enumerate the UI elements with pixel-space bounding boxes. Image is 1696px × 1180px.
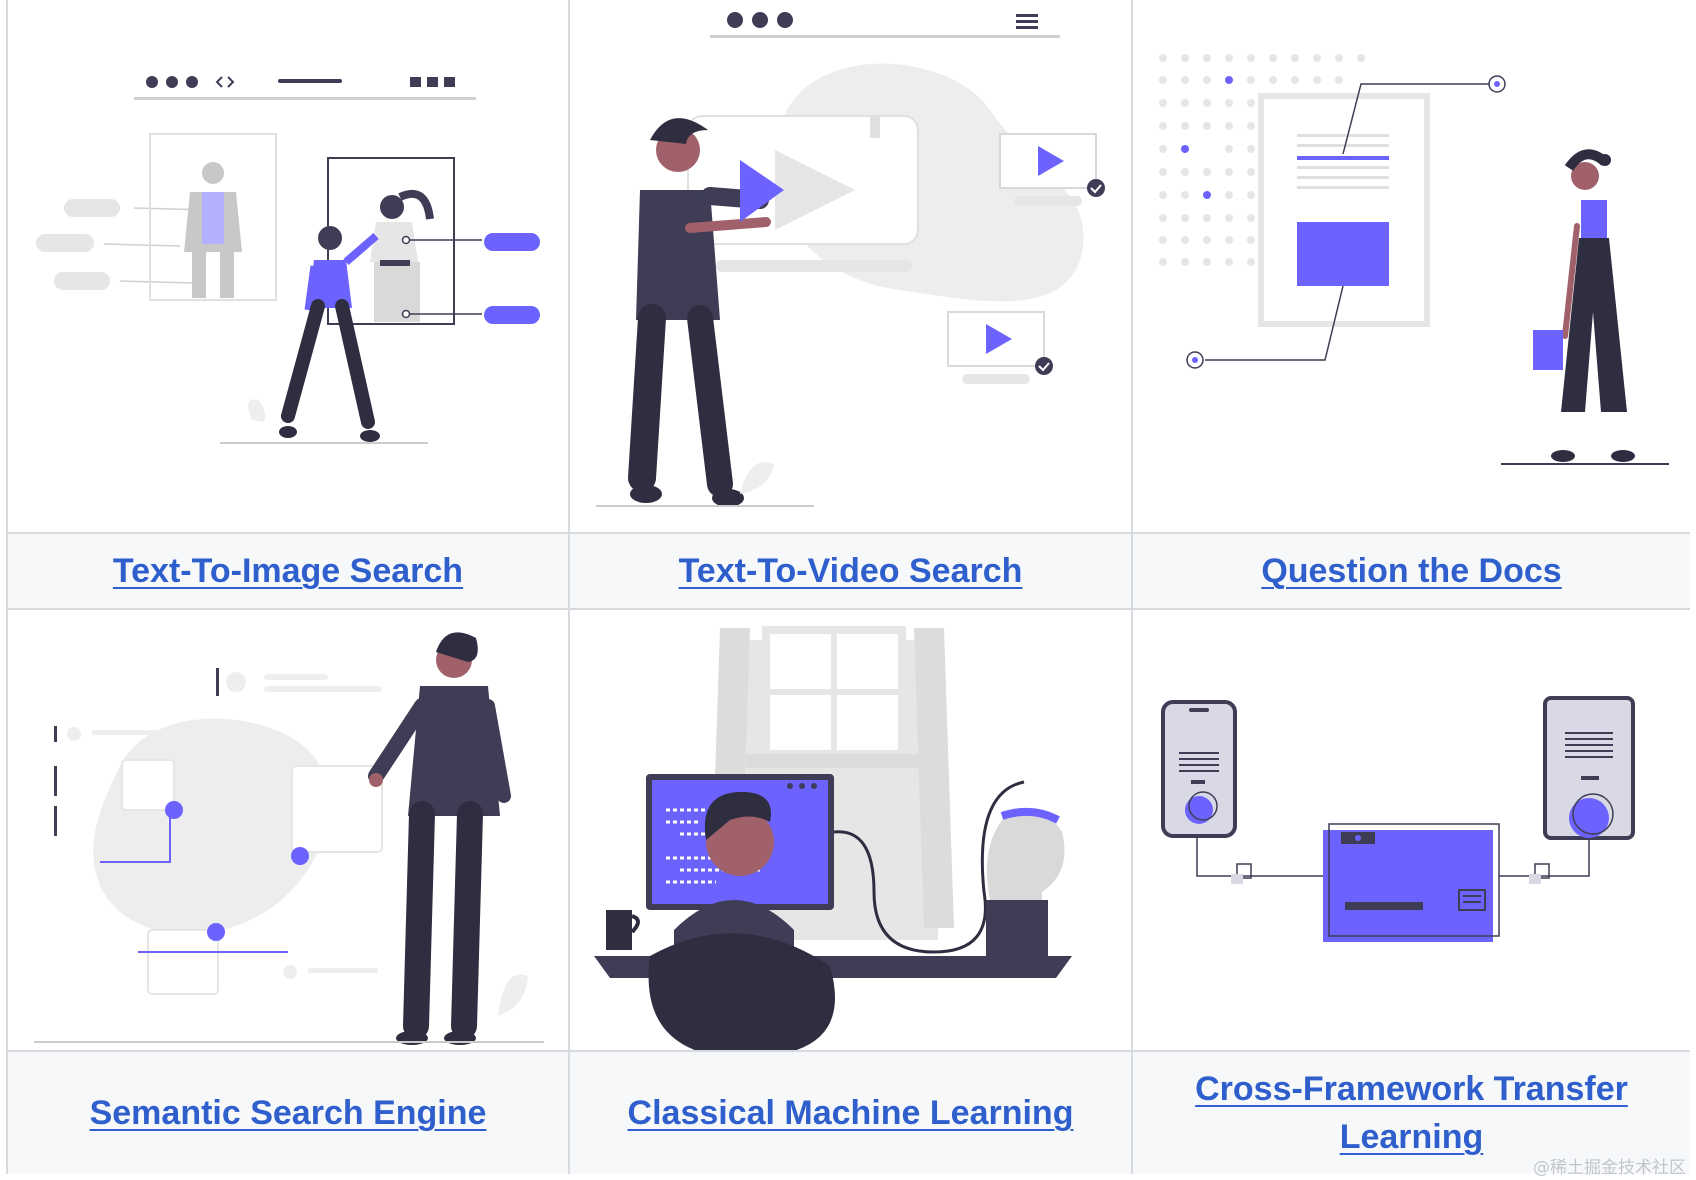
caption-cell: Semantic Search Engine bbox=[6, 1050, 568, 1174]
caption-cell: Cross-Framework Transfer Learning bbox=[1131, 1050, 1690, 1174]
caption-cell: Text-To-Video Search bbox=[568, 532, 1131, 608]
question-the-docs-illustration bbox=[1131, 0, 1690, 532]
caption-row-2: Semantic Search Engine Classical Machine… bbox=[6, 1050, 1690, 1174]
caption-cell: Question the Docs bbox=[1131, 532, 1690, 608]
examples-table: Text-To-Image Search Text-To-Video Searc… bbox=[6, 0, 1690, 1174]
semantic-search-illustration bbox=[6, 608, 568, 1050]
cross-framework-transfer-learning-link[interactable]: Cross-Framework Transfer Learning bbox=[1195, 1070, 1628, 1156]
text-to-image-illustration bbox=[6, 0, 568, 532]
classical-ml-illustration bbox=[568, 608, 1131, 1050]
text-to-video-illustration bbox=[568, 0, 1131, 532]
caption-row-1: Text-To-Image Search Text-To-Video Searc… bbox=[6, 532, 1690, 608]
semantic-search-engine-link[interactable]: Semantic Search Engine bbox=[89, 1094, 487, 1132]
classical-machine-learning-link[interactable]: Classical Machine Learning bbox=[627, 1094, 1074, 1132]
illustration-row-2 bbox=[6, 608, 1690, 1050]
text-to-image-search-link[interactable]: Text-To-Image Search bbox=[112, 552, 464, 590]
caption-cell: Text-To-Image Search bbox=[6, 532, 568, 608]
cross-framework-illustration bbox=[1131, 608, 1690, 1050]
question-the-docs-link[interactable]: Question the Docs bbox=[1261, 552, 1562, 590]
text-to-video-search-link[interactable]: Text-To-Video Search bbox=[678, 552, 1023, 590]
illustration-row-1 bbox=[6, 0, 1690, 532]
caption-cell: Classical Machine Learning bbox=[568, 1050, 1131, 1174]
watermark: @稀土掘金技术社区 bbox=[1533, 1158, 1686, 1178]
